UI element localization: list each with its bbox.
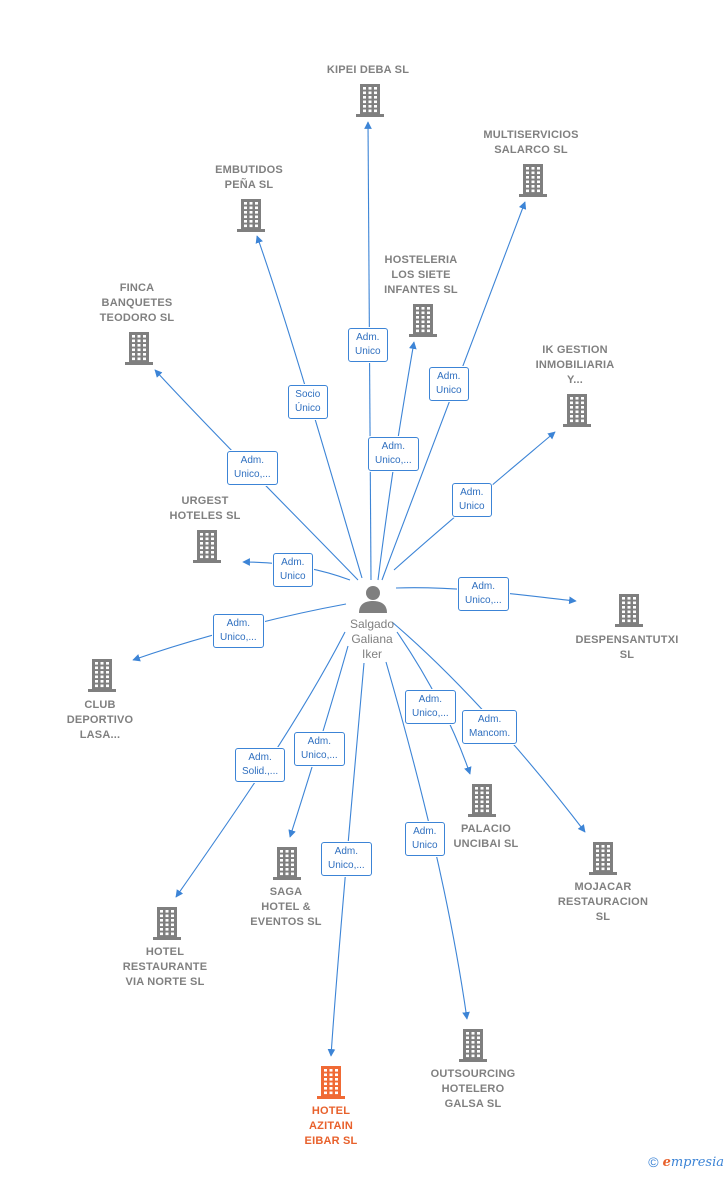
edge-label-club[interactable]: Adm. Unico,...: [213, 614, 264, 648]
company-node-urgest[interactable]: [190, 528, 224, 564]
company-node-embutidos[interactable]: [234, 197, 268, 233]
company-name: OUTSOURCING HOTELERO GALSA SL: [430, 1068, 516, 1110]
person-name: Salgado Galiana Iker: [349, 617, 395, 661]
company-name: PALACIO UNCIBAI SL: [453, 823, 519, 850]
copyright-symbol: ©: [648, 1154, 659, 1170]
company-label-hotelvia[interactable]: HOTEL RESTAURANTE VIA NORTE SL: [105, 945, 225, 990]
company-node-palacio[interactable]: [465, 782, 499, 818]
building-icon: [193, 530, 221, 563]
company-node-kipei[interactable]: [353, 82, 387, 118]
company-name: HOSTELERIA LOS SIETE INFANTES SL: [384, 254, 458, 296]
company-name: EMBUTIDOS PEÑA SL: [215, 164, 283, 191]
building-icon: [317, 1066, 345, 1099]
building-icon: [563, 394, 591, 427]
edge-label-kipei[interactable]: Adm. Unico: [348, 328, 388, 362]
edge-label-ikgestion[interactable]: Adm. Unico: [452, 483, 492, 517]
company-label-ikgestion[interactable]: IK GESTION INMOBILIARIA Y...: [515, 343, 635, 388]
edge-label-despensa[interactable]: Adm. Unico,...: [458, 577, 509, 611]
brand-watermark: © empresia: [648, 1154, 724, 1170]
building-icon: [615, 594, 643, 627]
company-name: MULTISERVICIOS SALARCO SL: [483, 129, 579, 156]
edge-label-hotelvia[interactable]: Adm. Solid.,...: [235, 748, 286, 782]
company-label-azitain[interactable]: HOTEL AZITAIN EIBAR SL: [271, 1104, 391, 1149]
brand-logo: empresia: [662, 1154, 724, 1170]
company-node-saga[interactable]: [270, 845, 304, 881]
company-label-club[interactable]: CLUB DEPORTIVO LASA...: [40, 698, 160, 743]
company-node-mojacar[interactable]: [586, 840, 620, 876]
company-label-multiservicios[interactable]: MULTISERVICIOS SALARCO SL: [471, 128, 591, 158]
building-icon: [519, 164, 547, 197]
company-name: CLUB DEPORTIVO LASA...: [66, 699, 134, 741]
company-name: HOTEL AZITAIN EIBAR SL: [304, 1105, 358, 1147]
edge-label-palacio[interactable]: Adm. Unico,...: [405, 690, 456, 724]
company-name: SAGA HOTEL & EVENTOS SL: [250, 886, 322, 928]
company-node-despensa[interactable]: [612, 592, 646, 628]
building-icon: [273, 847, 301, 880]
company-name: HOTEL RESTAURANTE VIA NORTE SL: [122, 946, 208, 988]
building-icon: [356, 84, 384, 117]
company-node-hosteleria[interactable]: [406, 302, 440, 338]
company-label-saga[interactable]: SAGA HOTEL & EVENTOS SL: [226, 885, 346, 930]
company-label-urgest[interactable]: URGEST HOTELES SL: [145, 494, 265, 524]
building-icon: [409, 304, 437, 337]
company-name: IK GESTION INMOBILIARIA Y...: [535, 344, 615, 386]
company-node-hotelvia[interactable]: [150, 905, 184, 941]
company-node-outsourcing[interactable]: [456, 1027, 490, 1063]
edge-label-multiservicios[interactable]: Adm. Unico: [429, 367, 469, 401]
edge-label-mojacar[interactable]: Adm. Mancom.: [462, 710, 518, 744]
company-label-kipei[interactable]: KIPEI DEBA SL: [308, 63, 428, 78]
company-label-outsourcing[interactable]: OUTSOURCING HOTELERO GALSA SL: [413, 1067, 533, 1112]
company-name: FINCA BANQUETES TEODORO SL: [99, 282, 175, 324]
company-name: DESPENSANTUTXI SL: [575, 634, 679, 661]
company-node-multiservicios[interactable]: [516, 162, 550, 198]
person-node[interactable]: [356, 582, 390, 616]
building-icon: [589, 842, 617, 875]
company-label-palacio[interactable]: PALACIO UNCIBAI SL: [426, 822, 546, 852]
building-icon: [468, 784, 496, 817]
company-node-club[interactable]: [85, 657, 119, 693]
edge-label-azitain[interactable]: Adm. Unico,...: [321, 842, 372, 876]
company-name: KIPEI DEBA SL: [326, 64, 410, 76]
edge-label-hosteleria[interactable]: Adm. Unico,...: [368, 437, 419, 471]
edge-label-finca[interactable]: Adm. Unico,...: [227, 451, 278, 485]
edge-label-saga[interactable]: Adm. Unico,...: [294, 732, 345, 766]
person-icon: [359, 586, 387, 613]
company-label-embutidos[interactable]: EMBUTIDOS PEÑA SL: [189, 163, 309, 193]
company-node-ikgestion[interactable]: [560, 392, 594, 428]
company-label-mojacar[interactable]: MOJACAR RESTAURACION SL: [543, 880, 663, 925]
building-icon: [237, 199, 265, 232]
company-label-hosteleria[interactable]: HOSTELERIA LOS SIETE INFANTES SL: [361, 253, 481, 298]
company-label-finca[interactable]: FINCA BANQUETES TEODORO SL: [77, 281, 197, 326]
building-icon: [125, 332, 153, 365]
company-name: MOJACAR RESTAURACION SL: [557, 881, 649, 923]
edge-label-embutidos[interactable]: Socio Único: [288, 385, 328, 419]
company-node-finca[interactable]: [122, 330, 156, 366]
building-icon: [153, 907, 181, 940]
edge-label-outsourcing[interactable]: Adm. Unico: [405, 822, 445, 856]
building-icon: [88, 659, 116, 692]
company-name: URGEST HOTELES SL: [169, 495, 241, 522]
company-node-azitain[interactable]: [314, 1064, 348, 1100]
company-label-despensa[interactable]: DESPENSANTUTXI SL: [567, 633, 687, 663]
building-icon: [459, 1029, 487, 1062]
edge-label-urgest[interactable]: Adm. Unico: [273, 553, 313, 587]
